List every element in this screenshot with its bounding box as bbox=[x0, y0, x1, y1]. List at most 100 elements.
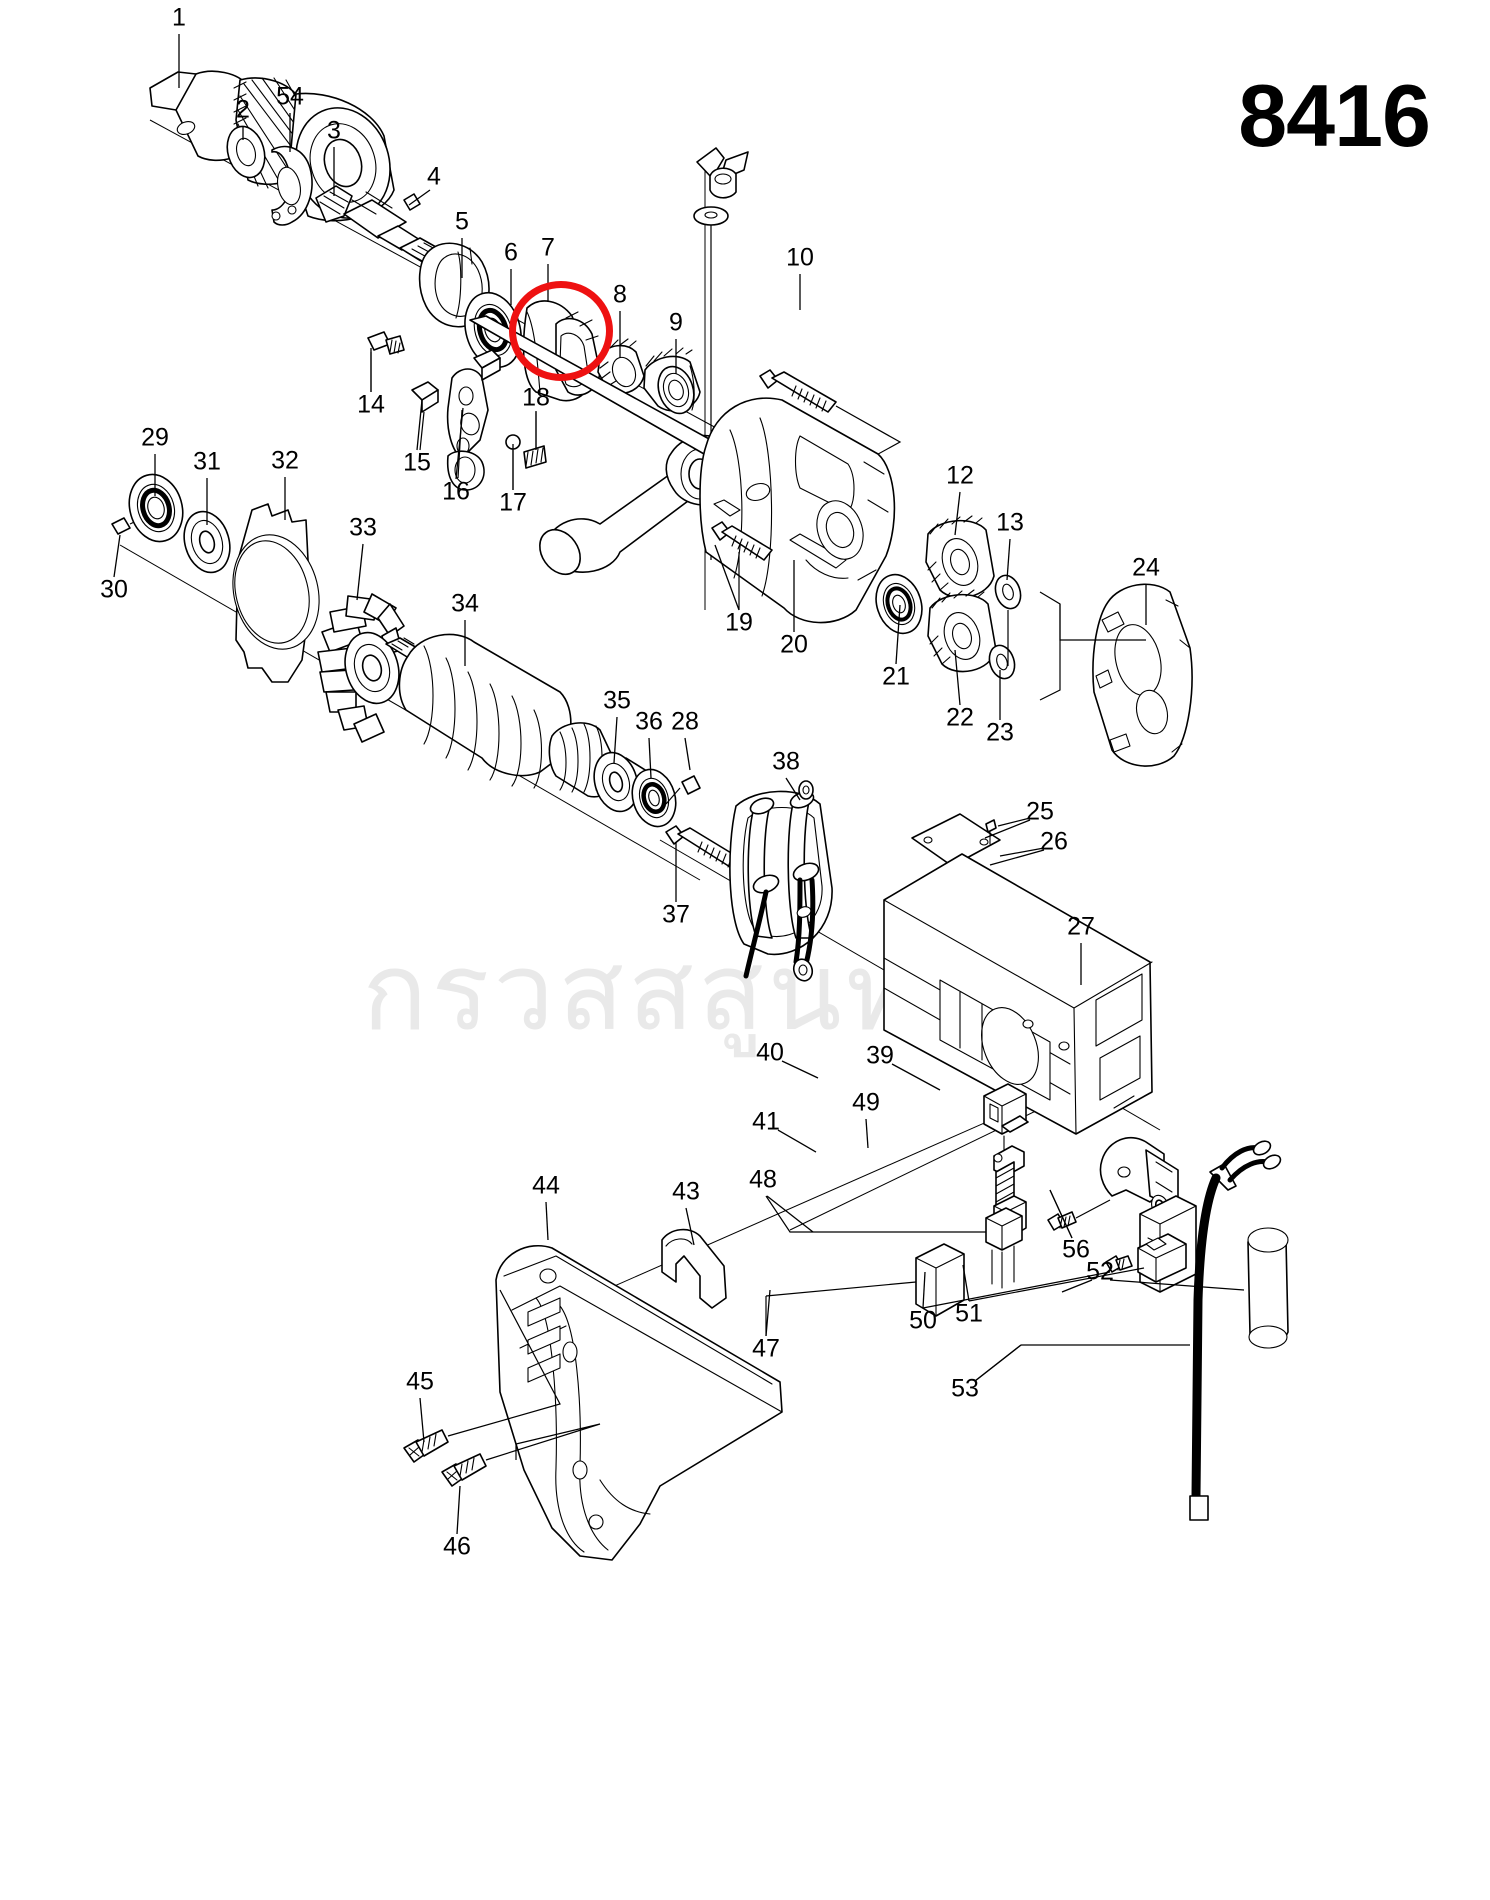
callout-number-15: 15 bbox=[403, 448, 431, 477]
leader-line-38 bbox=[785, 777, 801, 801]
callout-number-5: 5 bbox=[455, 207, 469, 236]
callout-number-40: 40 bbox=[756, 1038, 784, 1067]
callout-number-25: 25 bbox=[1026, 797, 1054, 826]
handle-screws bbox=[403, 1289, 601, 1487]
callout-number-52: 52 bbox=[1086, 1257, 1114, 1286]
callout-number-49: 49 bbox=[852, 1088, 880, 1117]
callout-number-54: 54 bbox=[276, 82, 304, 111]
leader-line-15 bbox=[416, 399, 423, 451]
gearbox-parts bbox=[875, 515, 1193, 767]
leader-line-39 bbox=[891, 1063, 941, 1091]
callout-number-18: 18 bbox=[522, 383, 550, 412]
part-19-screw bbox=[711, 521, 773, 610]
callout-number-53: 53 bbox=[951, 1374, 979, 1403]
callout-number-13: 13 bbox=[996, 508, 1024, 537]
leader-line-43 bbox=[685, 1207, 695, 1246]
leader-line-44 bbox=[545, 1201, 549, 1241]
part-33-fan bbox=[317, 593, 405, 743]
callout-number-2: 2 bbox=[236, 95, 250, 124]
callout-number-7: 7 bbox=[541, 233, 555, 262]
callout-number-47: 47 bbox=[752, 1334, 780, 1363]
callout-number-22: 22 bbox=[946, 703, 974, 732]
callout-number-48: 48 bbox=[749, 1165, 777, 1194]
leader-line-40 bbox=[781, 1060, 819, 1079]
callout-number-39: 39 bbox=[866, 1041, 894, 1070]
cord-clamp-group bbox=[922, 1233, 1187, 1309]
callout-number-44: 44 bbox=[532, 1171, 560, 1200]
callout-number-43: 43 bbox=[672, 1177, 700, 1206]
part-48-terminal bbox=[765, 1195, 1023, 1289]
leader-line-51 bbox=[962, 1264, 970, 1302]
power-cord-group bbox=[974, 1140, 1282, 1521]
leader-line-50 bbox=[922, 1271, 926, 1309]
callout-number-23: 23 bbox=[986, 718, 1014, 747]
nameplate-group bbox=[911, 813, 1045, 867]
callout-number-1: 1 bbox=[172, 3, 186, 32]
callout-number-8: 8 bbox=[613, 280, 627, 309]
callout-number-46: 46 bbox=[443, 1532, 471, 1561]
part-47-capacitor bbox=[765, 1243, 965, 1336]
callout-number-32: 32 bbox=[271, 446, 299, 475]
leader-line-16 bbox=[455, 407, 464, 480]
leader-line-45 bbox=[419, 1397, 425, 1443]
callout-number-34: 34 bbox=[451, 589, 479, 618]
callout-number-56: 56 bbox=[1062, 1235, 1090, 1264]
part-37-long-screw bbox=[665, 825, 747, 873]
part-38-field-stator bbox=[729, 780, 833, 982]
callout-number-17: 17 bbox=[499, 488, 527, 517]
part-44-handle-shell bbox=[495, 1244, 783, 1561]
callout-number-21: 21 bbox=[882, 662, 910, 691]
callout-number-51: 51 bbox=[955, 1299, 983, 1328]
leader-line-22 bbox=[954, 649, 961, 706]
callout-number-12: 12 bbox=[946, 461, 974, 490]
leader-line-48 bbox=[766, 1195, 814, 1233]
callout-number-28: 28 bbox=[671, 707, 699, 736]
leader-line-19 bbox=[714, 544, 740, 611]
leader-line-41 bbox=[777, 1129, 817, 1153]
part-2-washer bbox=[226, 125, 266, 179]
part-27-motor-housing bbox=[883, 853, 1153, 1135]
callout-number-10: 10 bbox=[786, 243, 814, 272]
callout-number-30: 30 bbox=[100, 575, 128, 604]
leader-line-21 bbox=[895, 604, 901, 665]
callout-number-33: 33 bbox=[349, 513, 377, 542]
leader-line-47 bbox=[765, 1289, 771, 1337]
part-9-pinion-gear bbox=[643, 347, 701, 415]
callout-number-16: 16 bbox=[442, 477, 470, 506]
callout-number-50: 50 bbox=[909, 1306, 937, 1335]
callout-number-20: 20 bbox=[780, 630, 808, 659]
callout-number-19: 19 bbox=[725, 608, 753, 637]
leader-line-26 bbox=[989, 849, 1045, 866]
callout-number-9: 9 bbox=[669, 308, 683, 337]
callout-leader-lines bbox=[113, 34, 1147, 1535]
callout-number-14: 14 bbox=[357, 390, 385, 419]
gear-housing-assembly bbox=[469, 315, 896, 624]
leader-line-4 bbox=[408, 189, 431, 206]
callout-number-31: 31 bbox=[193, 447, 221, 476]
callout-number-37: 37 bbox=[662, 900, 690, 929]
rear-bearing-group bbox=[111, 473, 320, 683]
leader-line-46 bbox=[456, 1485, 461, 1535]
callout-number-27: 27 bbox=[1067, 912, 1095, 941]
callout-number-26: 26 bbox=[1040, 827, 1068, 856]
callout-number-24: 24 bbox=[1132, 553, 1160, 582]
callout-number-35: 35 bbox=[603, 686, 631, 715]
part-43-clip bbox=[661, 1228, 727, 1309]
front-bearing-group bbox=[593, 751, 701, 828]
part-4-pin bbox=[403, 193, 421, 211]
leader-line-13 bbox=[1006, 538, 1011, 581]
leader-line-36 bbox=[648, 737, 652, 779]
leader-line-28 bbox=[684, 737, 691, 771]
callout-number-36: 36 bbox=[635, 707, 663, 736]
leader-line-52 bbox=[1061, 1279, 1093, 1293]
part-49-screw bbox=[1047, 1199, 1111, 1231]
leader-line-35 bbox=[613, 716, 618, 764]
callout-number-38: 38 bbox=[772, 747, 800, 776]
leader-line-53 bbox=[974, 1344, 1022, 1382]
callout-number-3: 3 bbox=[327, 116, 341, 145]
leader-line-56 bbox=[1049, 1189, 1073, 1239]
part-11-wing-nut bbox=[693, 147, 749, 560]
part-54-retaining-ring bbox=[271, 145, 313, 226]
